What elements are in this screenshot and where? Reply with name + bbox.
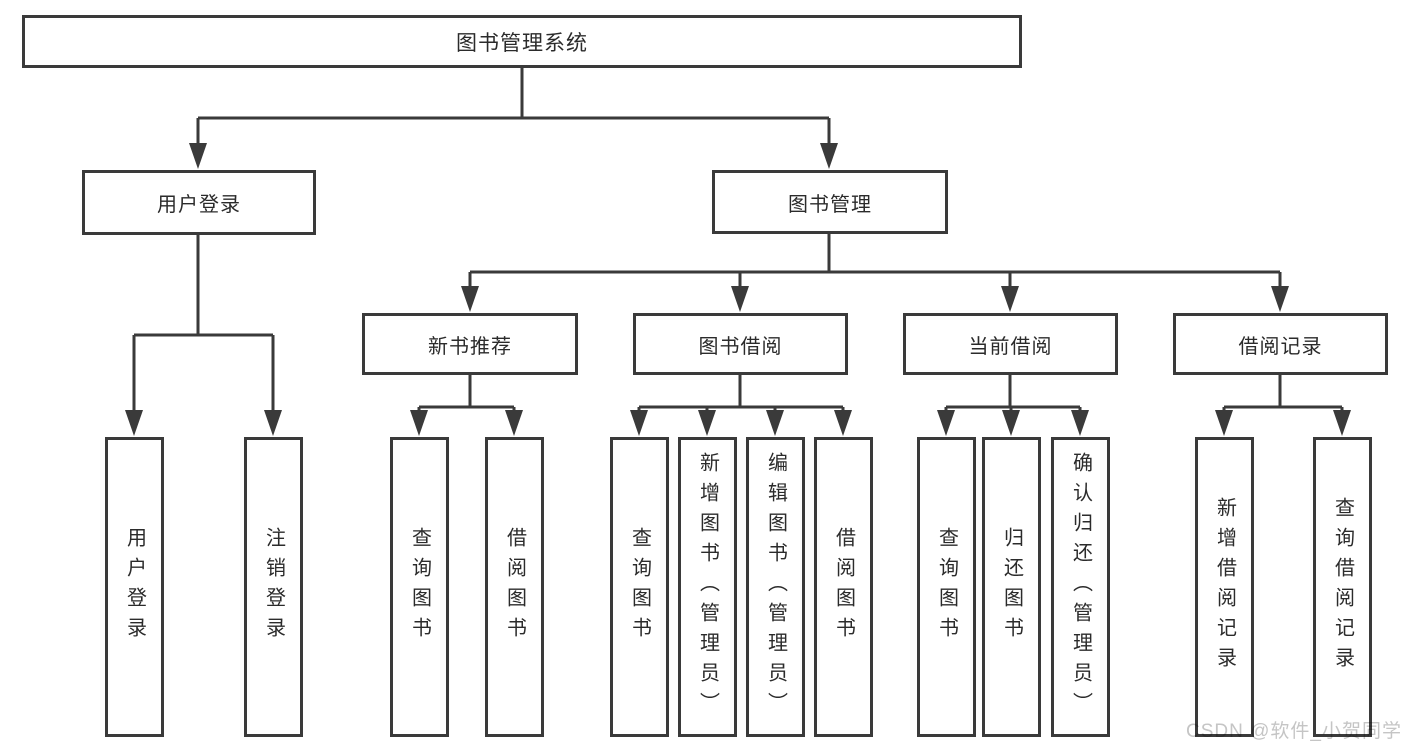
node-label: 当前借阅 (968, 335, 1053, 358)
node-new-book-recommendation: 新书推荐 (362, 313, 578, 375)
node-label: 用户登录 (123, 527, 146, 647)
leaf-confirm-return-admin: 确认归还（管理员） (1051, 437, 1110, 737)
node-book-borrowing: 图书借阅 (633, 313, 848, 375)
node-book-management: 图书管理 (712, 170, 948, 234)
connector-arrowheads (125, 143, 1351, 436)
node-borrowing-records: 借阅记录 (1173, 313, 1388, 375)
node-current-borrowing: 当前借阅 (903, 313, 1118, 375)
node-label: 借阅图书 (503, 527, 526, 647)
leaf-borrow-books-recommend: 借阅图书 (485, 437, 544, 737)
leaf-query-books-current: 查询图书 (917, 437, 976, 737)
leaf-user-login: 用户登录 (105, 437, 164, 737)
node-label: 新书推荐 (428, 335, 512, 358)
node-label: 确认归还（管理员） (1069, 452, 1092, 722)
leaf-borrow-books-borrowing: 借阅图书 (814, 437, 873, 737)
leaf-add-borrow-record: 新增借阅记录 (1195, 437, 1254, 737)
node-label: 查询图书 (408, 527, 431, 647)
node-label: 归还图书 (1000, 527, 1023, 647)
node-library-management-system: 图书管理系统 (22, 15, 1022, 68)
node-label: 新增图书（管理员） (696, 452, 719, 722)
leaf-add-books-admin: 新增图书（管理员） (678, 437, 737, 737)
leaf-query-books-recommend: 查询图书 (390, 437, 449, 737)
leaf-return-books: 归还图书 (982, 437, 1041, 737)
leaf-query-books-borrowing: 查询图书 (610, 437, 669, 737)
node-label: 查询图书 (628, 527, 651, 647)
watermark: CSDN @软件_小贺同学 (1186, 721, 1402, 742)
node-label: 新增借阅记录 (1213, 497, 1236, 677)
node-label: 查询借阅记录 (1331, 497, 1354, 677)
node-label: 借阅图书 (832, 527, 855, 647)
node-label: 图书借阅 (698, 335, 783, 358)
leaf-query-borrow-record: 查询借阅记录 (1313, 437, 1372, 737)
node-label: 图书管理 (788, 193, 872, 216)
node-user-login: 用户登录 (82, 170, 316, 235)
node-label: 编辑图书（管理员） (764, 452, 787, 722)
node-label: 用户登录 (157, 194, 241, 216)
node-label: 查询图书 (935, 527, 958, 647)
leaf-logout: 注销登录 (244, 437, 303, 737)
node-label: 借阅记录 (1238, 335, 1323, 358)
node-label: 图书管理系统 (456, 31, 588, 55)
node-label: 注销登录 (262, 527, 285, 647)
leaf-edit-books-admin: 编辑图书（管理员） (746, 437, 805, 737)
